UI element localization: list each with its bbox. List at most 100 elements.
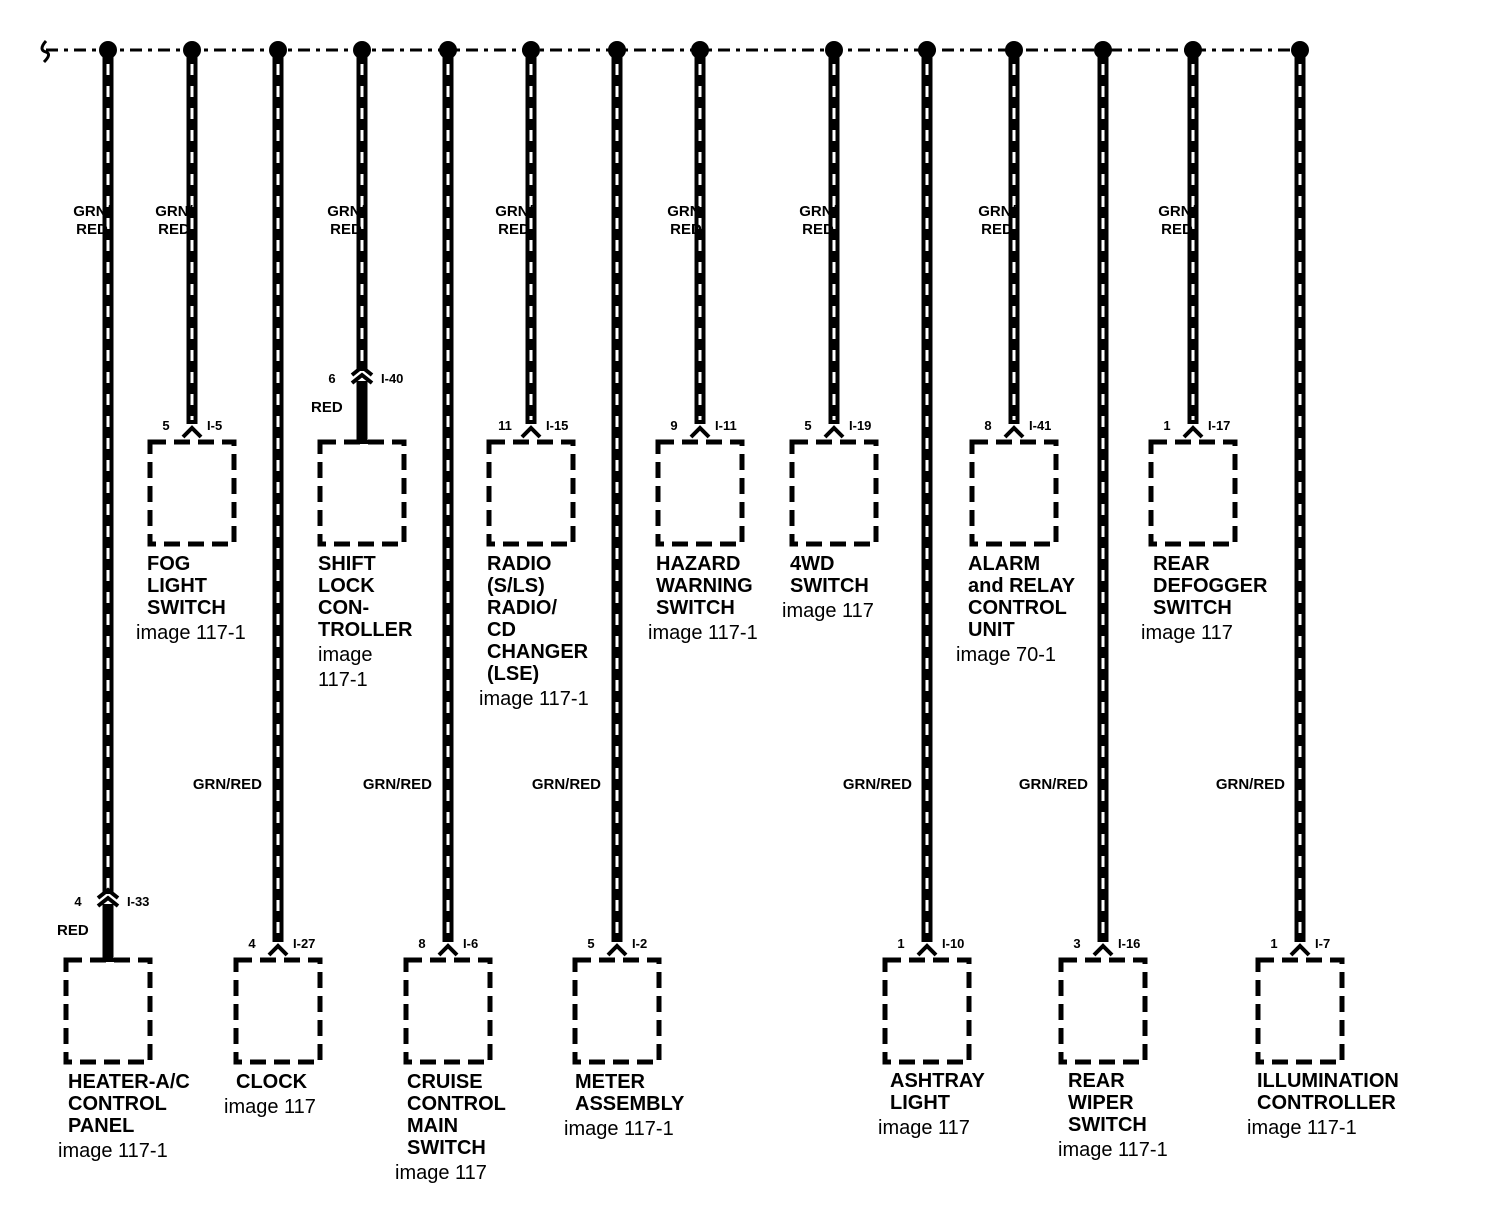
component-name: ALARM	[968, 553, 1040, 575]
wires-layer	[40, 40, 1300, 64]
component-name: HAZARD	[656, 553, 740, 575]
terminal-arrow	[1092, 943, 1114, 957]
component-box	[789, 439, 879, 547]
component-box	[1148, 439, 1238, 547]
wire-color-label: GRN/	[1158, 203, 1196, 220]
connector-id: I-16	[1118, 936, 1140, 951]
pigtail-color-label: RED	[311, 399, 343, 416]
terminal-arrow	[181, 425, 203, 439]
pin-number: 8	[984, 418, 991, 433]
component-image-ref: image 70-1	[956, 644, 1056, 666]
component-image-ref: image 117	[782, 600, 874, 622]
wire-color-label: RED	[76, 221, 108, 238]
terminal-arrow	[606, 943, 628, 957]
wire-color-label: GRN/RED	[843, 776, 912, 793]
pigtail-color-label: RED	[57, 922, 89, 939]
component-name: SWITCH	[407, 1137, 486, 1159]
pin-number: 8	[418, 936, 425, 951]
wire-color-label: GRN/	[155, 203, 193, 220]
component-name: MAIN	[407, 1115, 458, 1137]
component-name: 4WD	[790, 553, 834, 575]
component-image-ref: image 117-1	[1058, 1139, 1168, 1161]
component-box	[403, 957, 493, 1065]
wire-color-label: GRN/RED	[363, 776, 432, 793]
connector-id: I-6	[463, 936, 478, 951]
pin-number: 4	[248, 936, 256, 951]
wire-color-label: RED	[158, 221, 190, 238]
connector-chevron	[96, 887, 120, 900]
component-name: DEFOGGER	[1153, 575, 1268, 597]
connector-id: I-27	[293, 936, 315, 951]
component-name: SWITCH	[1153, 597, 1232, 619]
component-box	[486, 439, 576, 547]
component-name: SWITCH	[790, 575, 869, 597]
terminal-arrow	[267, 943, 289, 957]
wire-color-label: RED	[330, 221, 362, 238]
connector-id: I-40	[381, 371, 403, 386]
wire-color-label: RED	[1161, 221, 1193, 238]
component-name: and RELAY	[968, 575, 1076, 597]
terminal-arrow	[437, 943, 459, 957]
component-box	[1058, 957, 1148, 1065]
connector-id: I-15	[546, 418, 568, 433]
pin-number: 5	[804, 418, 811, 433]
pin-number: 11	[498, 418, 512, 433]
wire-color-label: GRN/	[73, 203, 111, 220]
component-name: CON-	[318, 597, 369, 619]
component-name: METER	[575, 1071, 646, 1093]
component-name: HEATER-A/C	[68, 1071, 190, 1093]
connector-id: I-2	[632, 936, 647, 951]
wire-color-label: RED	[981, 221, 1013, 238]
pin-number: 5	[162, 418, 169, 433]
component-name: CONTROLLER	[1257, 1092, 1396, 1114]
terminal-arrow	[689, 425, 711, 439]
component-name: CONTROL	[68, 1093, 167, 1115]
wire-color-label: RED	[670, 221, 702, 238]
component-box	[969, 439, 1059, 547]
component-name: ILLUMINATION	[1257, 1070, 1399, 1092]
component-box	[882, 957, 972, 1065]
pin-number: 9	[670, 418, 677, 433]
wire-color-label: GRN/	[667, 203, 705, 220]
component-name: REAR	[1068, 1070, 1125, 1092]
pin-number: 6	[328, 371, 335, 386]
wire-color-label: GRN/RED	[532, 776, 601, 793]
component-name: WARNING	[656, 575, 753, 597]
component-name: SHIFT	[318, 553, 376, 575]
component-box	[233, 957, 323, 1065]
component-image-ref: image 117-1	[1247, 1117, 1357, 1139]
bus-break-symbol	[40, 40, 51, 64]
component-name: REAR	[1153, 553, 1210, 575]
component-image-ref: image 117-1	[479, 688, 589, 710]
pin-number: 5	[587, 936, 594, 951]
wire-color-label: GRN/	[799, 203, 837, 220]
connector-chevron	[350, 372, 374, 385]
component-name: CLOCK	[236, 1071, 308, 1093]
component-name: WIPER	[1068, 1092, 1134, 1114]
component-name: CONTROL	[968, 597, 1067, 619]
connector-id: I-11	[715, 418, 737, 433]
pin-number: 1	[1270, 936, 1277, 951]
component-name: FOG	[147, 553, 190, 575]
component-box	[1255, 957, 1345, 1065]
component-name: PANEL	[68, 1115, 134, 1137]
connector-id: I-19	[849, 418, 871, 433]
component-name: CONTROL	[407, 1093, 506, 1115]
component-name: ASHTRAY	[890, 1070, 985, 1092]
pin-number: 3	[1073, 936, 1080, 951]
component-image-ref: image 117	[878, 1117, 970, 1139]
connector-id: I-41	[1029, 418, 1051, 433]
connector-id: I-33	[127, 894, 149, 909]
